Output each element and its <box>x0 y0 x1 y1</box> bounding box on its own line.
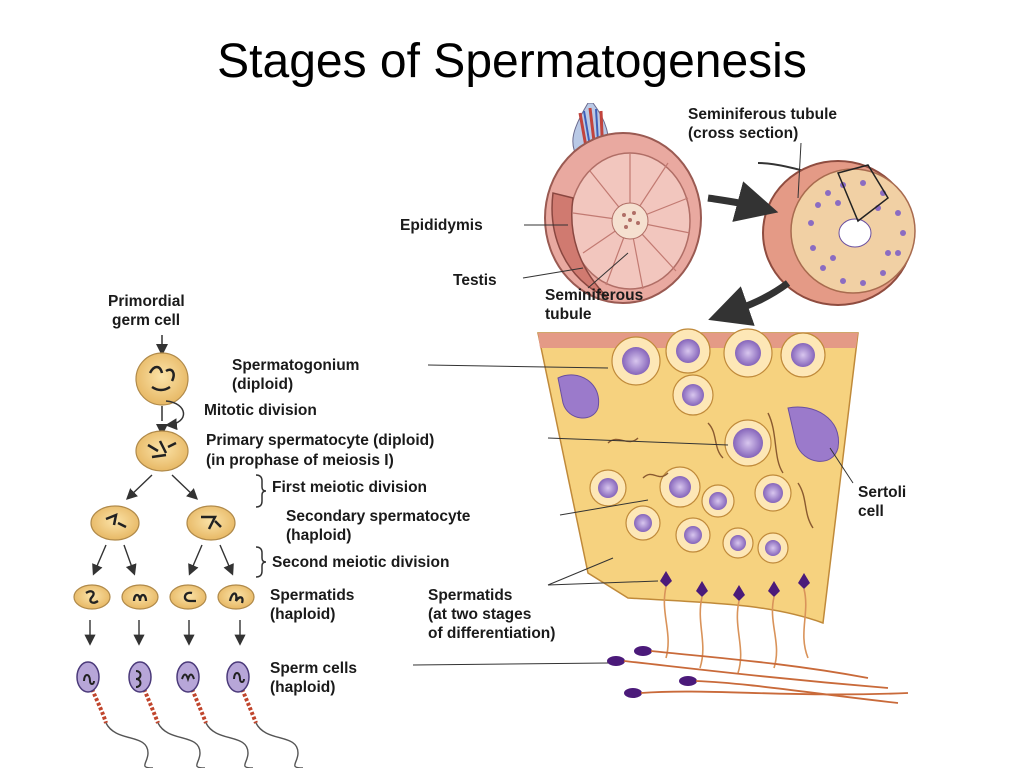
label-seminiferous-1: Seminiferous <box>545 287 643 304</box>
spermatogenesis-diagram: Seminiferous tubule (cross section) Epid… <box>73 103 916 768</box>
label-primordial-2: germ cell <box>112 312 180 329</box>
label-spermatogonium-1: Spermatogonium <box>232 357 359 374</box>
label-seminiferous-cross-1: Seminiferous tubule <box>688 106 837 123</box>
first-meiotic-bracket <box>255 474 267 508</box>
testis-illustration <box>544 103 702 304</box>
second-meiotic-bracket <box>255 546 267 578</box>
spermatid-cell-3 <box>169 584 207 610</box>
sperm-head-4 <box>226 661 250 693</box>
label-spermatids-stages-1: Spermatids <box>428 587 512 604</box>
label-seminiferous-2: tubule <box>545 306 592 323</box>
label-spermatids-2: (haploid) <box>270 606 335 623</box>
tubule-cross-section <box>757 160 916 306</box>
label-spermatids-stages-3: of differentiation) <box>428 625 555 642</box>
label-primary-2: (in prophase of meiosis I) <box>206 452 394 469</box>
label-testis: Testis <box>453 272 497 289</box>
mitotic-arrow <box>165 400 185 431</box>
primary-spermatocyte-cell <box>135 430 189 472</box>
sperm-cells-group <box>76 661 304 768</box>
label-primary-1: Primary spermatocyte (diploid) <box>206 432 434 449</box>
label-spermatids-1: Spermatids <box>270 587 354 604</box>
label-sperm-1: Sperm cells <box>270 660 357 677</box>
label-epididymis: Epididymis <box>400 217 483 234</box>
cell-lineage <box>73 335 304 768</box>
label-spermatids-stages-2: (at two stages <box>428 606 531 623</box>
sperm-head-1 <box>76 661 100 693</box>
label-secondary-2: (haploid) <box>286 527 351 544</box>
label-spermatogonium-2: (diploid) <box>232 376 293 393</box>
label-first-meiotic: First meiotic division <box>272 479 427 496</box>
arrow-testis-to-tubule <box>707 181 779 222</box>
label-sertoli-2: cell <box>858 503 884 520</box>
label-second-meiotic: Second meiotic division <box>272 554 449 571</box>
label-sperm-2: (haploid) <box>270 679 335 696</box>
arrow-tubule-to-wall <box>708 280 791 326</box>
label-secondary-1: Secondary spermatocyte <box>286 508 471 525</box>
leader-lines <box>412 142 854 666</box>
label-mitotic: Mitotic division <box>204 402 317 419</box>
label-sertoli-1: Sertoli <box>858 484 906 501</box>
label-primordial-1: Primordial <box>108 293 185 310</box>
tubule-wall-tissue <box>537 328 909 704</box>
spermatogonium-cell <box>135 352 189 406</box>
slide-title: Stages of Spermatogenesis <box>217 35 807 88</box>
label-seminiferous-cross-2: (cross section) <box>688 125 798 142</box>
